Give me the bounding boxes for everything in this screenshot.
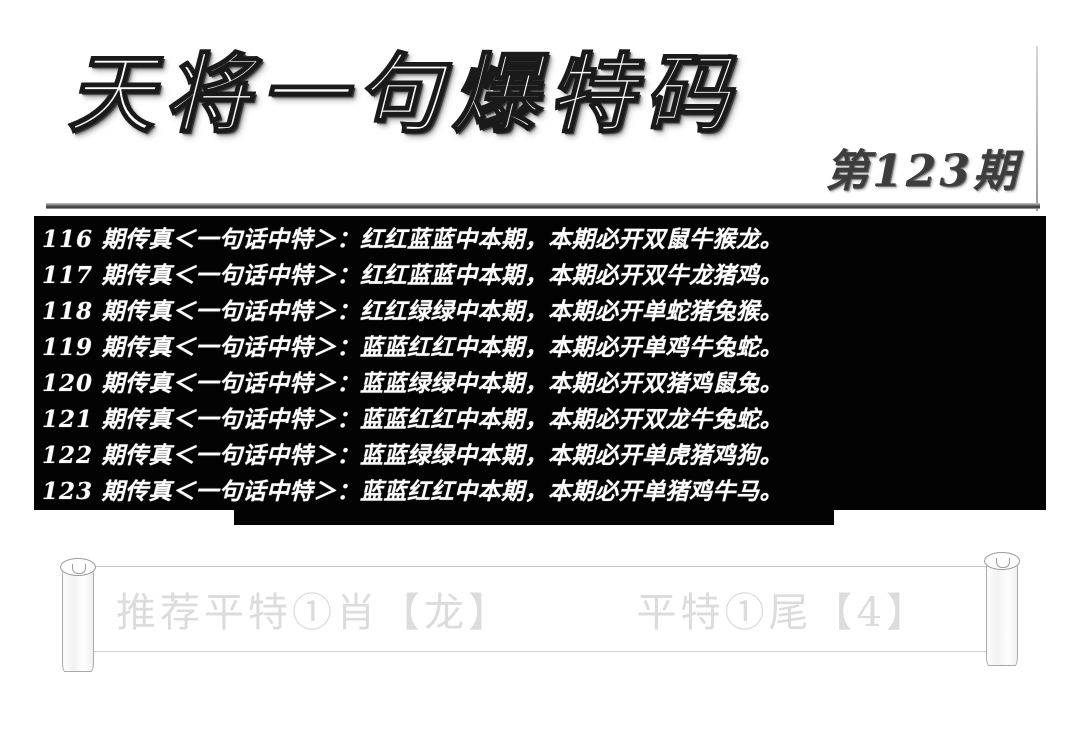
scroll-roll-left-icon bbox=[60, 556, 96, 674]
scroll-sheet bbox=[74, 566, 1006, 652]
notice-issue-number: 117 bbox=[42, 262, 94, 289]
notice-issue-number: 122 bbox=[42, 442, 94, 469]
notice-issue-number: 116 bbox=[42, 226, 94, 253]
notice-body-text: 期传真＜一句话中特＞：红红蓝蓝中本期，本期必开双鼠牛猴龙。 bbox=[101, 226, 784, 253]
banner-text-row: 推荐平特①肖【龙】 平特①尾【4】 bbox=[110, 576, 970, 642]
notice-body-text: 期传真＜一句话中特＞：红红蓝蓝中本期，本期必开双牛龙猪鸡。 bbox=[101, 262, 784, 289]
notice-row: 117 期传真＜一句话中特＞：红红蓝蓝中本期，本期必开双牛龙猪鸡。 bbox=[42, 258, 1046, 294]
notice-body-text: 期传真＜一句话中特＞：红红绿绿中本期，本期必开单蛇猪兔猴。 bbox=[101, 298, 784, 325]
notice-issue-number: 118 bbox=[42, 298, 94, 325]
scroll-roll-right-icon bbox=[984, 550, 1020, 668]
notice-body-text: 期传真＜一句话中特＞：蓝蓝绿绿中本期，本期必开单虎猪鸡狗。 bbox=[101, 442, 784, 469]
notice-row: 122 期传真＜一句话中特＞：蓝蓝绿绿中本期，本期必开单虎猪鸡狗。 bbox=[42, 438, 1046, 474]
scroll-nub bbox=[996, 558, 1010, 568]
notice-row: 121 期传真＜一句话中特＞：蓝蓝红红中本期，本期必开双龙牛兔蛇。 bbox=[42, 402, 1046, 438]
notice-row: 120 期传真＜一句话中特＞：蓝蓝绿绿中本期，本期必开双猪鸡鼠兔。 bbox=[42, 366, 1046, 402]
notice-body-text: 期传真＜一句话中特＞：蓝蓝红红中本期，本期必开单猪鸡牛马。 bbox=[101, 478, 784, 505]
notice-row: 118 期传真＜一句话中特＞：红红绿绿中本期，本期必开单蛇猪兔猴。 bbox=[42, 294, 1046, 330]
scroll-banner: 推荐平特①肖【龙】 平特①尾【4】 bbox=[52, 552, 1028, 678]
notice-issue-number: 123 bbox=[42, 478, 94, 505]
notice-line-list: 116 期传真＜一句话中特＞：红红蓝蓝中本期，本期必开双鼠牛猴龙。 117 期传… bbox=[34, 216, 1046, 510]
scroll-nub bbox=[72, 564, 86, 574]
notice-body-text: 期传真＜一句话中特＞：蓝蓝红红中本期，本期必开单鸡牛兔蛇。 bbox=[101, 334, 784, 361]
scroll-tube bbox=[62, 566, 94, 672]
notice-row: 123 期传真＜一句话中特＞：蓝蓝红红中本期，本期必开单猪鸡牛马。 bbox=[42, 474, 1046, 510]
notice-issue-number: 121 bbox=[42, 406, 94, 433]
scroll-tube bbox=[986, 560, 1018, 666]
banner-recommend-tail: 平特①尾【4】 bbox=[636, 590, 930, 636]
issue-number: 第123期 bbox=[825, 146, 1020, 197]
notice-issue-number: 119 bbox=[42, 334, 94, 361]
notice-issue-number: 120 bbox=[42, 370, 94, 397]
notice-row: 116 期传真＜一句话中特＞：红红蓝蓝中本期，本期必开双鼠牛猴龙。 bbox=[42, 222, 1046, 258]
page-title: 天将一句爆特码 bbox=[67, 44, 740, 145]
notice-block: 116 期传真＜一句话中特＞：红红蓝蓝中本期，本期必开双鼠牛猴龙。 117 期传… bbox=[34, 216, 1046, 525]
frame-horizontal-rule bbox=[46, 203, 1040, 209]
notice-row: 119 期传真＜一句话中特＞：蓝蓝红红中本期，本期必开单鸡牛兔蛇。 bbox=[42, 330, 1046, 366]
frame-vertical-rule bbox=[1036, 46, 1038, 211]
notice-body-text: 期传真＜一句话中特＞：蓝蓝绿绿中本期，本期必开双猪鸡鼠兔。 bbox=[101, 370, 784, 397]
banner-recommend-zodiac: 推荐平特①肖【龙】 bbox=[116, 590, 512, 636]
notice-body-text: 期传真＜一句话中特＞：蓝蓝红红中本期，本期必开双龙牛兔蛇。 bbox=[101, 406, 784, 433]
